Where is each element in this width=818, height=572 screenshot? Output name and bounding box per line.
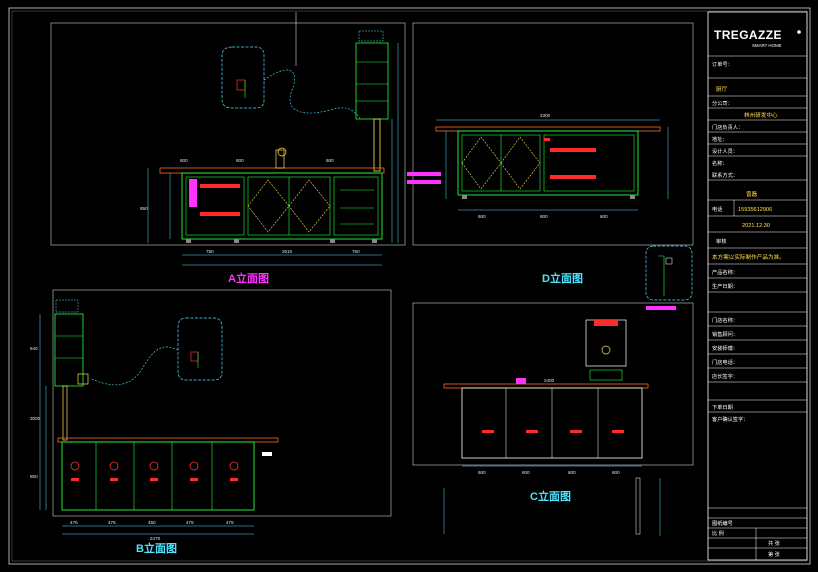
view-b-dim-w2: 476 <box>108 520 116 525</box>
view-a-callout-bubble <box>221 46 265 109</box>
view-b-elevation: 476 476 450 476 476 2470 640 850 3000 B立… <box>30 289 392 555</box>
view-b-dim-w3: 450 <box>148 520 156 525</box>
tb-contact: 联系方式： <box>712 171 738 179</box>
view-b-dim-w4: 476 <box>186 520 194 525</box>
view-d-countertop <box>435 126 661 132</box>
view-d-red-shelf-2 <box>550 175 596 179</box>
title-block-frame <box>707 11 808 561</box>
view-a-dim-w2: 2510 <box>282 249 293 254</box>
view-c-dim-total: 2400 <box>544 378 555 383</box>
tb-kitchen: 厨厅 <box>716 86 728 93</box>
tb-branch-value: 林州研发中心 <box>744 111 778 119</box>
view-c-elevation: 600 600 600 600 2400 C立面图 <box>412 302 694 536</box>
view-b-frame <box>52 289 392 517</box>
view-a-dim-w1: 750 <box>206 249 214 254</box>
brand-logo: TREGAZZE <box>714 28 782 42</box>
view-a-yellow-column <box>373 118 381 172</box>
tb-production-date: 生产日期： <box>712 282 738 290</box>
tb-confirm: 客户确认签字： <box>712 415 748 423</box>
tb-order-no: 订单号： <box>712 60 733 68</box>
view-b-callout-bubble <box>177 317 223 381</box>
view-a-red-shelf-1 <box>200 184 240 188</box>
view-b-wall-cabinet <box>54 313 84 387</box>
view-a-elevation: 750 2510 750 600 600 600 850 A立面图 <box>50 12 406 285</box>
view-b-dim-w1: 476 <box>70 520 78 525</box>
view-a-dim-t2: 600 <box>236 158 244 163</box>
tb-branch-label: 分公司： <box>712 99 733 107</box>
view-c-frame <box>412 302 694 466</box>
sheet-inner-border <box>11 10 808 562</box>
view-a-wall-cabinet <box>355 42 389 120</box>
view-a-dim-t3: 600 <box>326 158 334 163</box>
view-c-dim-w3: 600 <box>568 470 576 475</box>
view-d-red-shelf-1 <box>550 148 596 152</box>
brand-logo-sub: SMART HOME <box>752 43 782 48</box>
tb-store: 门店名称： <box>712 316 738 324</box>
detail-callout-box <box>645 245 693 301</box>
view-c-hood <box>585 319 627 367</box>
view-d-dim-top: 2300 <box>540 113 551 118</box>
tb-sales: 销售顾问： <box>712 330 738 338</box>
tb-note: 本方案以实际制作产品为准。 <box>712 253 785 261</box>
view-d-frame <box>412 22 694 246</box>
view-a-dim-w3: 750 <box>352 249 360 254</box>
view-a-countertop <box>159 167 385 174</box>
view-a-frame <box>50 22 406 246</box>
tb-customer: 门店负责人： <box>712 123 743 131</box>
tb-phone-label: 电话 <box>712 205 722 213</box>
view-b-title: B立面图 <box>136 541 177 555</box>
tb-sheet: 共 张 <box>768 539 781 547</box>
sheet-border <box>8 7 811 565</box>
view-d-dim-w3: 600 <box>600 214 608 219</box>
tb-date: 2021.12.30 <box>742 223 770 229</box>
view-b-countertop <box>57 437 279 443</box>
view-b-dim-h3: 3000 <box>30 416 41 421</box>
tb-checklist: 下单日期 <box>712 403 733 411</box>
view-c-dim-w1: 600 <box>478 470 486 475</box>
view-a-red-shelf-2 <box>200 212 240 216</box>
view-b-dim-total: 2470 <box>150 536 161 541</box>
tb-page: 第 张 <box>768 550 781 558</box>
tb-designer: 设计人员： <box>712 147 738 155</box>
tb-product: 产品名称： <box>712 268 738 276</box>
view-c-dim-w2: 600 <box>522 470 530 475</box>
tb-drawing-no: 图纸编号 <box>712 519 733 527</box>
view-c-countertop <box>443 383 649 389</box>
view-d-dim-w2: 600 <box>540 214 548 219</box>
tb-name: 名称： <box>712 159 728 167</box>
view-b-dim-h1: 640 <box>30 346 38 351</box>
tb-scale: 比 例 <box>712 529 724 537</box>
title-block: TREGAZZE SMART HOME <box>707 11 808 561</box>
tb-phone-value: 15935612906 <box>738 207 772 213</box>
tb-customer-name: 曾磊 <box>746 190 758 198</box>
view-a-title: A立面图 <box>228 271 269 285</box>
view-d-title: D立面图 <box>542 271 583 285</box>
tb-install: 安装师傅： <box>712 344 738 352</box>
view-d-dim-w1: 600 <box>478 214 486 219</box>
view-b-dim-w5: 476 <box>226 520 234 525</box>
view-a-dim-t1: 600 <box>180 158 188 163</box>
tb-store-manager: 店长签字： <box>712 372 738 380</box>
tb-approve: 审核 <box>716 237 726 245</box>
view-a-dim-h: 850 <box>140 206 148 211</box>
view-c-title: C立面图 <box>530 489 571 503</box>
tb-address: 地址： <box>712 135 728 143</box>
tb-store-contact: 门店电话： <box>712 358 738 366</box>
view-d-elevation: 2300 600 600 600 D立面图 <box>407 22 694 285</box>
view-c-dim-w4: 600 <box>612 470 620 475</box>
view-b-dim-h2: 850 <box>30 474 38 479</box>
